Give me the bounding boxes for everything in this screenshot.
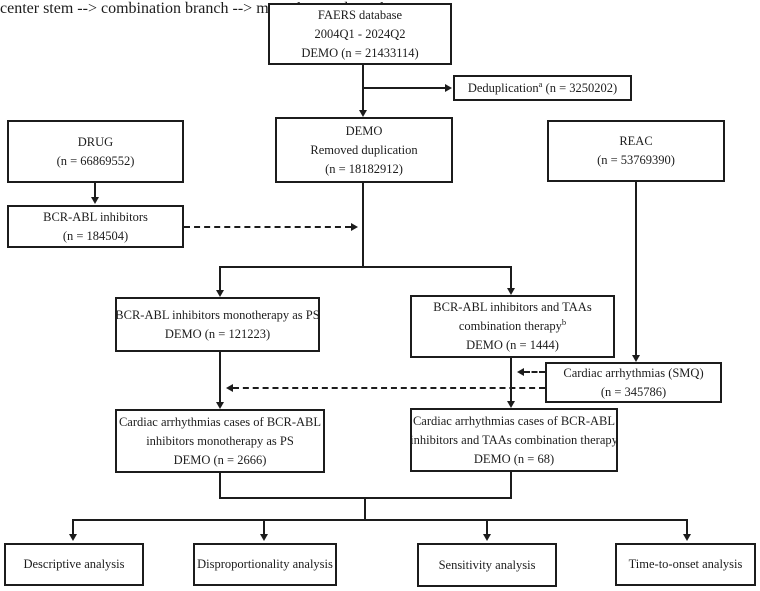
box-text-line: Cardiac arrhythmias cases of BCR-ABL	[412, 413, 616, 428]
box-text-line: (n = 66869552)	[56, 153, 135, 168]
box-text-line: Disproportionality analysis	[197, 557, 333, 571]
connector-combination-to-cases	[510, 358, 512, 401]
connector-monotherapy-to-cases	[219, 352, 221, 402]
connector-demo-to-split	[362, 183, 364, 268]
connector-combo-cases-to-merge	[510, 472, 512, 499]
box-sensitivity-analysis: Sensitivity analysis	[417, 543, 557, 587]
box-deduplication: Deduplicationa (n = 3250202)	[453, 75, 632, 101]
box-text-line: Sensitivity analysis	[438, 557, 536, 572]
dashed-connector-smq-to-combination	[524, 371, 545, 373]
box-drug: DRUG (n = 66869552)	[7, 120, 184, 183]
box-disproportionality-analysis: Disproportionality analysis	[193, 543, 337, 586]
connector-branch-to-deduplication	[363, 87, 445, 89]
box-demo-removed-duplication: DEMO Removed duplication (n = 18182912)	[275, 117, 453, 183]
box-cardiac-arrhythmias-smq: Cardiac arrhythmias (SMQ) (n = 345786)	[545, 362, 722, 403]
box-time-to-onset-analysis: Time-to-onset analysis	[615, 543, 756, 586]
box-monotherapy-ps: BCR-ABL inhibitors monotherapy as PS DEM…	[115, 297, 320, 352]
box-text-line: FAERS database	[317, 7, 403, 22]
connector-merge-stem	[364, 497, 366, 521]
box-text-line: DEMO (n = 21433114)	[301, 45, 419, 60]
connector-split-bar	[219, 266, 512, 268]
box-text-line: BCR-ABL inhibitors monotherapy as PS	[115, 307, 320, 322]
connector-reac-to-smq	[635, 182, 637, 355]
arrowhead-combination-cases	[507, 401, 515, 408]
box-bcr-abl-inhibitors: BCR-ABL inhibitors (n = 184504)	[7, 205, 184, 248]
combination-label: combination therapy	[458, 319, 562, 333]
arrowhead-faers-to-demo	[359, 110, 367, 117]
connector-drug-to-bcrabl	[94, 183, 96, 198]
box-text-line: DEMO (n = 1444)	[466, 338, 559, 352]
box-text-line: combination therapyb	[459, 317, 566, 336]
box-text-line: (n = 345786)	[600, 384, 667, 399]
dedup-label: Deduplication	[467, 80, 539, 95]
box-text-line: (n = 184504)	[62, 228, 129, 243]
arrowhead-reac-to-smq	[632, 355, 640, 362]
connector-spread-bar	[72, 519, 688, 521]
connector-to-time-to-onset	[686, 519, 688, 535]
box-text-line: Descriptive analysis	[23, 557, 125, 571]
arrowhead-to-combination	[507, 288, 515, 295]
arrowhead-smq-to-monotherapy	[226, 384, 233, 392]
arrowhead-to-disproportionality	[260, 534, 268, 541]
box-text-line: DEMO (n = 2666)	[173, 452, 267, 467]
dedup-count: (n = 3250202)	[542, 80, 618, 95]
box-text-line: DEMO	[345, 123, 383, 138]
connector-to-descriptive	[72, 519, 74, 535]
box-text-line: DEMO (n = 68)	[473, 451, 555, 466]
arrowhead-bcrabl-dashed	[351, 223, 358, 231]
arrowhead-to-descriptive	[69, 534, 77, 541]
box-descriptive-analysis: Descriptive analysis	[4, 543, 144, 586]
box-text-line: Cardiac arrhythmias cases of BCR-ABL	[118, 414, 322, 429]
box-text-line: inhibitors monotherapy as PS	[146, 433, 294, 448]
box-text-line: BCR-ABL inhibitors and TAAs	[433, 300, 592, 314]
arrowhead-monotherapy-cases	[216, 402, 224, 409]
box-text-line: (n = 18182912)	[325, 161, 403, 176]
footnote-marker-a: a	[538, 78, 543, 89]
box-text-line: DEMO (n = 121223)	[164, 326, 271, 341]
box-combination-therapy: BCR-ABL inhibitors and TAAs combination …	[410, 295, 615, 358]
box-monotherapy-cases: Cardiac arrhythmias cases of BCR-ABL inh…	[115, 409, 325, 473]
connector-split-to-combination	[510, 266, 512, 288]
footnote-marker-b: b	[561, 316, 567, 327]
box-text-line: Removed duplication	[310, 142, 418, 157]
arrowhead-to-sensitivity	[483, 534, 491, 541]
connector-split-to-monotherapy	[219, 266, 221, 290]
arrowhead-to-time-to-onset	[683, 534, 691, 541]
arrowhead-smq-to-combination	[517, 368, 524, 376]
connector-mono-cases-to-merge	[219, 473, 221, 499]
arrowhead-to-monotherapy	[216, 290, 224, 297]
box-text-line: BCR-ABL inhibitors	[43, 209, 148, 224]
dashed-connector-smq-to-monotherapy	[233, 387, 545, 389]
box-text-line: Deduplicationa (n = 3250202)	[468, 79, 617, 98]
arrowhead-to-deduplication	[445, 84, 452, 92]
arrowhead-drug-to-bcrabl	[91, 197, 99, 204]
box-text-line: REAC	[619, 134, 653, 148]
connector-to-disproportionality	[263, 519, 265, 535]
dashed-connector-bcrabl-to-demo-stem	[184, 226, 351, 228]
box-text-line: (n = 53769390)	[597, 153, 675, 167]
box-text-line: DRUG	[77, 134, 114, 149]
box-text-line: Time-to-onset analysis	[628, 557, 743, 571]
connector-to-sensitivity	[486, 519, 488, 535]
box-text-line: inhibitors and TAAs combination therapy	[410, 432, 618, 447]
box-text-line: Cardiac arrhythmias (SMQ)	[563, 365, 704, 380]
box-combination-cases: Cardiac arrhythmias cases of BCR-ABL inh…	[410, 408, 618, 472]
box-text-line: 2004Q1 - 2024Q2	[314, 26, 406, 41]
box-reac: REAC (n = 53769390)	[547, 120, 725, 182]
box-faers-database: FAERS database 2004Q1 - 2024Q2 DEMO (n =…	[268, 3, 452, 65]
